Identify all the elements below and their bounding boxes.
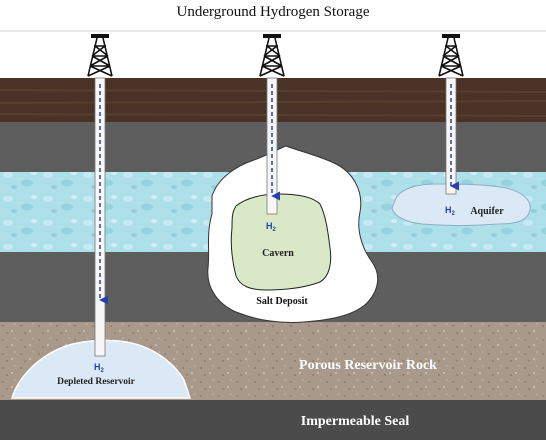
- aquifer-shape: [391, 183, 531, 226]
- drilling-rig-icon: [259, 34, 285, 77]
- cavern-label: Cavern: [262, 248, 294, 259]
- porous-rock-label: Porous Reservoir Rock: [299, 358, 437, 373]
- cavern-shape: [230, 193, 332, 291]
- h2-label: H2: [266, 221, 277, 233]
- diagram-title: Underground Hydrogen Storage: [176, 4, 370, 20]
- drilling-rig-icon: [438, 34, 464, 77]
- h2-label: H2: [445, 205, 456, 217]
- impermeable-seal-layer: [0, 400, 546, 440]
- well-depleted-reservoir: H2: [87, 34, 113, 374]
- salt-deposit-label: Salt Deposit: [256, 296, 308, 307]
- well-aquifer: H2: [438, 34, 464, 217]
- impermeable-seal-label: Impermeable Seal: [301, 414, 410, 429]
- well-salt-cavern: H2: [259, 34, 285, 233]
- drilling-rig-icon: [87, 34, 113, 77]
- depleted-reservoir-label: Depleted Reservoir: [57, 377, 136, 387]
- aquifer-label: Aquifer: [470, 206, 504, 217]
- h2-label: H2: [94, 362, 105, 374]
- wellbore-pipe: [266, 77, 278, 215]
